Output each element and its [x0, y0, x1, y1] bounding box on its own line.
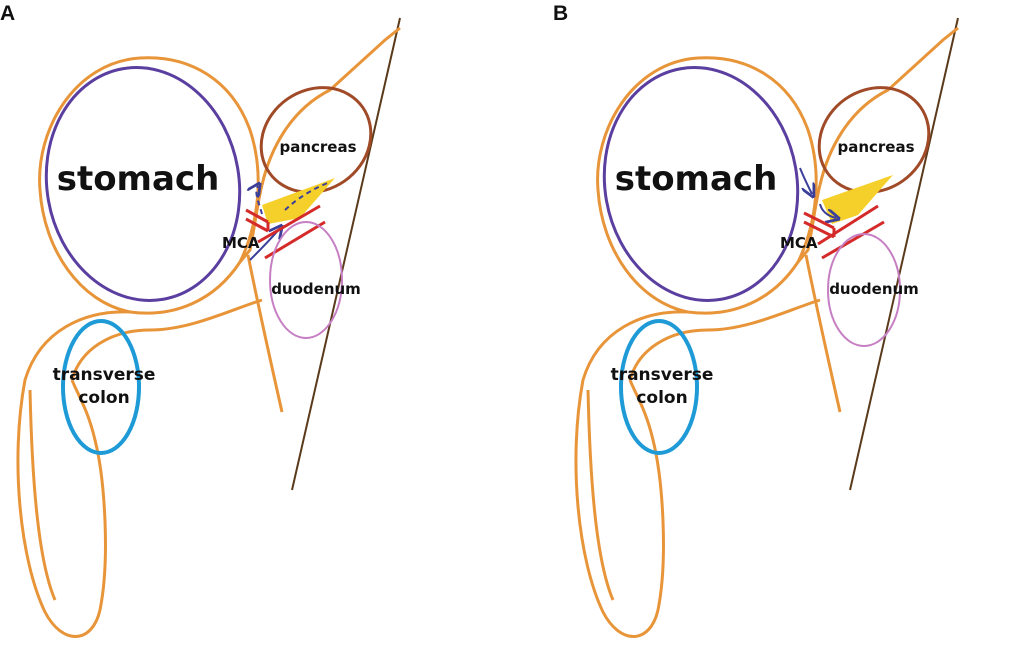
posterior-wall-line: [291, 17, 401, 491]
arrow-icon: [799, 167, 812, 194]
colon-label-line1: transverse: [53, 365, 156, 385]
panel-letter-a: A: [0, 2, 15, 25]
mca-vessel: [803, 204, 885, 260]
colon-label-line1: transverse: [611, 365, 714, 385]
stomach-outline: [602, 66, 800, 302]
duodenum-label: duodenum: [271, 280, 361, 298]
panel-letter-b: B: [553, 2, 568, 25]
mca-label: MCA: [780, 234, 818, 252]
transverse-colon-outline: [619, 319, 699, 455]
mca-label: MCA: [222, 234, 260, 252]
duodenum-outline: [269, 221, 343, 339]
peritoneum-outline: [16, 26, 401, 638]
pancreas-outline: [259, 86, 373, 194]
colon-label-line2: colon: [78, 388, 129, 408]
pancreas-label: pancreas: [837, 138, 914, 156]
dashed-arrow-icon: [256, 186, 263, 215]
panel-a: A stomach pancreas: [0, 2, 401, 638]
colon-label-line2: colon: [636, 388, 687, 408]
peritoneum-outline: [574, 26, 959, 638]
pancreas-label: pancreas: [279, 138, 356, 156]
fluid-collection: [262, 178, 335, 224]
panel-b: B stomach pancreas MCA duodenum: [553, 2, 959, 638]
arrow-icon: [819, 203, 836, 218]
stomach-label: stomach: [57, 159, 220, 199]
stomach-outline: [44, 66, 242, 302]
pancreas-outline: [817, 86, 931, 194]
dashed-arrow-icon: [284, 181, 331, 211]
transverse-colon-outline: [61, 319, 141, 455]
stomach-label: stomach: [615, 159, 778, 199]
posterior-wall-line: [849, 17, 959, 491]
duodenum-outline: [827, 233, 901, 347]
duodenum-label: duodenum: [829, 280, 919, 298]
